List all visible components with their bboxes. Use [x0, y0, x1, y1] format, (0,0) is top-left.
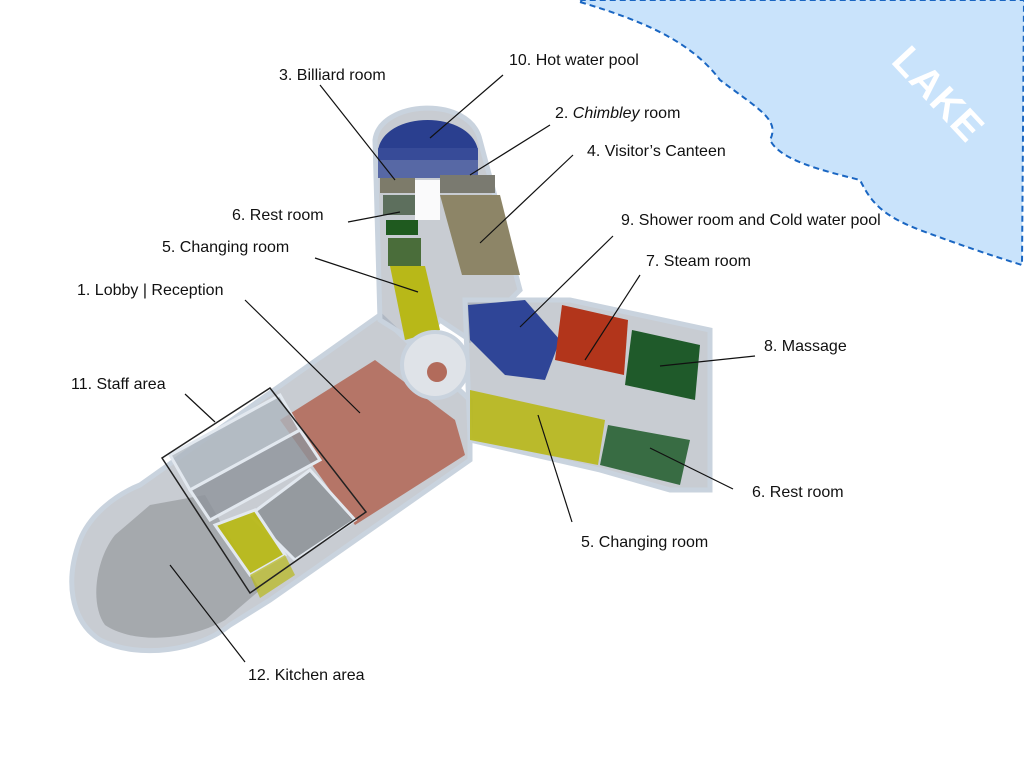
leader-rest-east	[649, 447, 734, 490]
staff-area-frame	[160, 386, 368, 595]
leader-billiard	[319, 84, 396, 181]
leader-lines	[169, 74, 756, 663]
label-changing-room-north: 5. Changing room	[162, 239, 290, 256]
label-billiard-room: 3. Billiard room	[279, 67, 386, 84]
changing-floor-north	[390, 266, 440, 340]
north-corridor	[415, 180, 440, 220]
label-chimbley-room: 2. Chimbley room	[555, 105, 680, 123]
leader-steam	[584, 274, 641, 361]
spiral-stair-core	[427, 362, 447, 382]
leader-chimbley	[469, 124, 551, 176]
hot-pool-lower	[378, 148, 478, 178]
leader-kitchen	[169, 564, 246, 663]
leader-changing-east	[537, 414, 573, 523]
leader-lobby	[244, 299, 361, 414]
changing-floor-east	[470, 390, 605, 465]
rest-floor-east	[600, 425, 690, 485]
label-hot-water-pool: 10. Hot water pool	[509, 52, 639, 69]
label-shower-room: 9. Shower room and Cold water pool	[621, 212, 881, 229]
staff-room-b	[187, 428, 323, 522]
label-rest-room-north: 6. Rest room	[232, 207, 324, 224]
label-changing-room-east: 5. Changing room	[581, 534, 709, 551]
label-massage: 8. Massage	[764, 338, 847, 355]
leader-massage	[659, 355, 756, 367]
label-lobby: 1. Lobby | Reception	[77, 282, 224, 299]
chimbley-floor	[440, 175, 495, 193]
label-chimbley-num: 2.	[555, 105, 569, 122]
rest-floor-north-2	[386, 220, 418, 235]
leader-rest-north	[347, 211, 401, 223]
label-steam-room: 7. Steam room	[646, 253, 751, 270]
massage-floor	[625, 330, 700, 400]
canteen-floor	[440, 195, 520, 275]
label-chimbley-suffix: room	[643, 105, 681, 122]
label-rest-room-east: 6. Rest room	[752, 484, 844, 501]
lobby-floor	[280, 360, 465, 525]
leader-hotpool	[429, 74, 504, 139]
leader-shower	[519, 235, 614, 328]
label-staff-area: 11. Staff area	[71, 376, 166, 393]
lake-area	[578, 0, 1024, 267]
leader-changing-north	[314, 257, 419, 293]
cold-pool	[468, 300, 560, 380]
leader-staff	[184, 393, 216, 423]
rest-floor-north-3	[388, 238, 421, 266]
label-kitchen-area: 12. Kitchen area	[248, 667, 365, 684]
label-chimbley-name: Chimbley	[572, 105, 640, 122]
billiard-floor	[380, 178, 415, 193]
rest-floor-north	[383, 195, 415, 215]
leader-canteen	[479, 154, 574, 244]
label-visitors-canteen: 4. Visitor’s Canteen	[587, 143, 726, 160]
